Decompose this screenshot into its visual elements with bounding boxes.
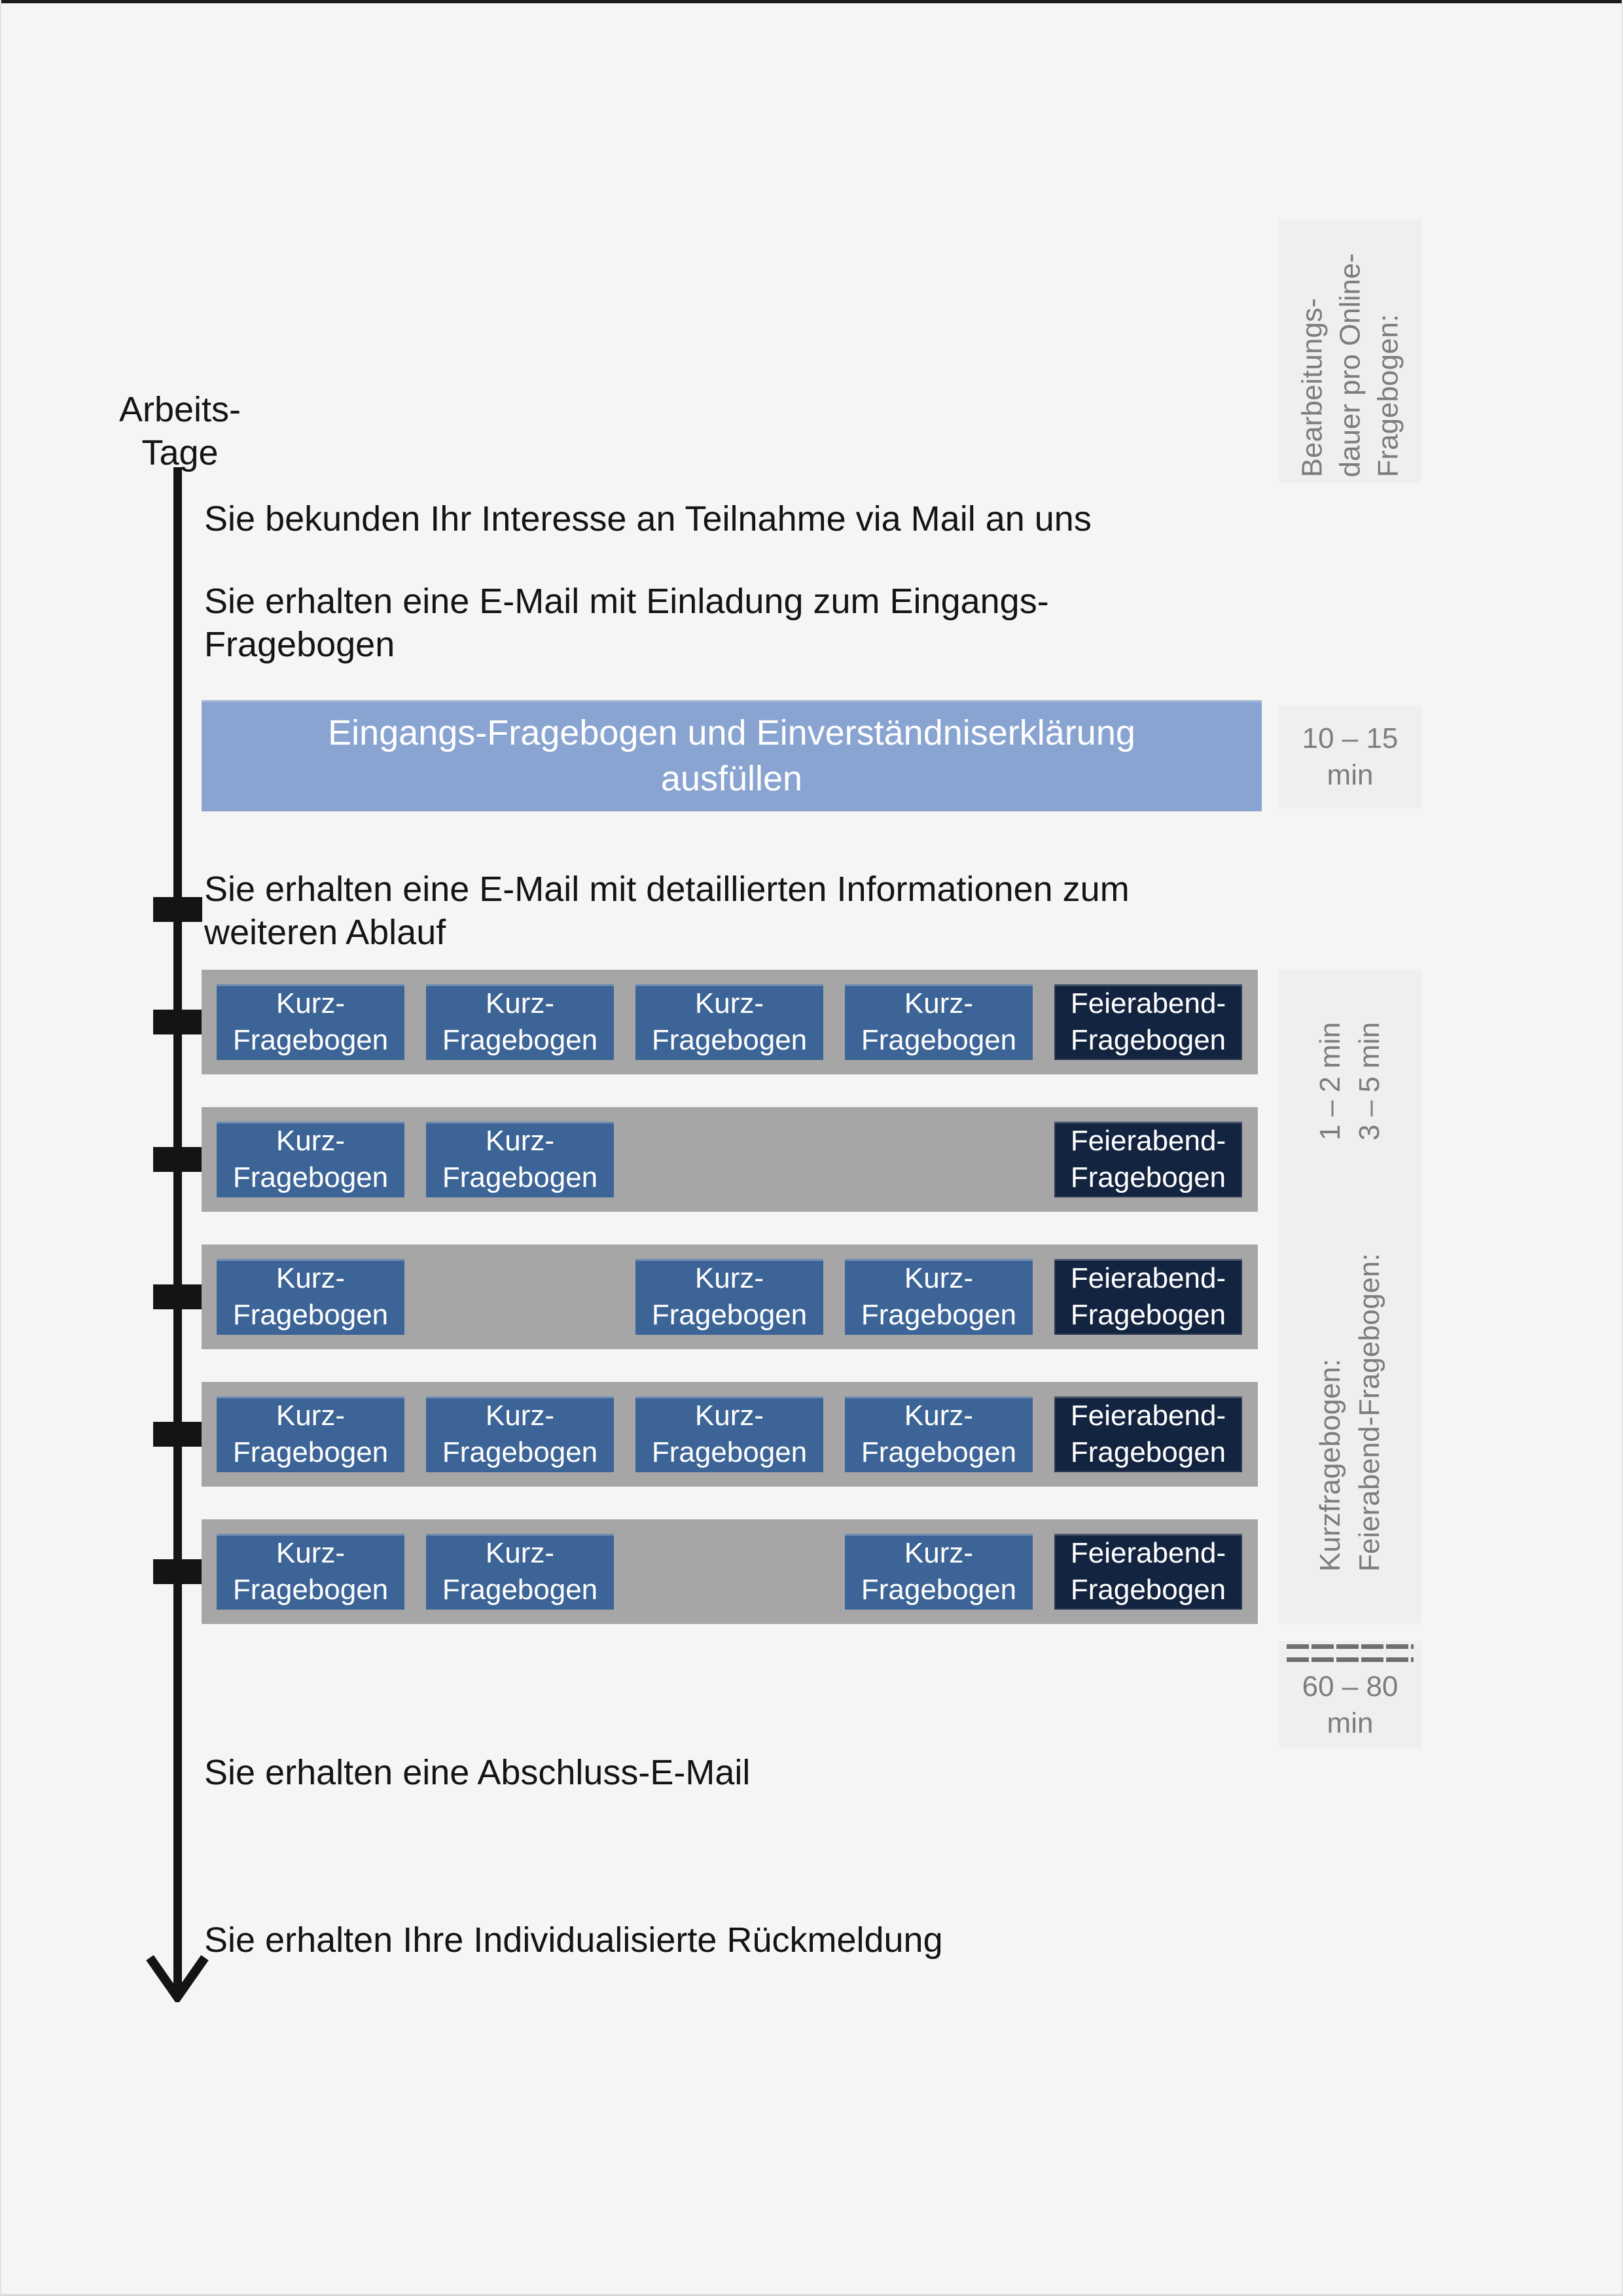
kurz-fragebogen-box: Kurz- Fragebogen xyxy=(426,1534,614,1610)
feierabend-duration-value: 3 – 5 min xyxy=(1353,1022,1385,1140)
kurz-fragebogen-box: Kurz- Fragebogen xyxy=(426,1122,614,1197)
kurz-fragebogen-box: Kurz- Fragebogen xyxy=(217,1534,404,1610)
kurz-fragebogen-box: Kurz- Fragebogen xyxy=(845,984,1033,1060)
step-invitation-text: Sie erhalten eine E-Mail mit Einladung z… xyxy=(204,582,1049,664)
kurz-fragebogen-box: Kurz- Fragebogen xyxy=(845,1396,1033,1472)
entry-duration-badge: 10 – 15 min xyxy=(1279,705,1421,809)
processing-time-header-panel: Bearbeitungs- dauer pro Online- Fragebog… xyxy=(1279,219,1421,483)
feierabend-fragebogen-box: Feierabend- Fragebogen xyxy=(1054,1259,1242,1335)
questionnaire-row-5: Kurz- Fragebogen Kurz- Fragebogen Kurz- Fr… xyxy=(202,1519,1258,1624)
page-bottom-edge xyxy=(0,2294,1623,2296)
duration-line-kurz: Kurzfragebogen: 1 – 2 min xyxy=(1311,1022,1350,1572)
feierabend-fragebogen-box: Feierabend- Fragebogen xyxy=(1054,1534,1242,1610)
total-separator-line xyxy=(1287,1657,1414,1662)
kurz-fragebogen-box: Kurz- Fragebogen xyxy=(635,1396,823,1472)
empty-slot xyxy=(845,1122,1033,1197)
empty-slot xyxy=(635,1534,823,1610)
step-feedback-text: Sie erhalten Ihre Individualisierte Rück… xyxy=(204,1920,943,1960)
daily-duration-text: Kurzfragebogen: 1 – 2 min Feierabend-Fra… xyxy=(1311,1022,1389,1572)
entry-duration-unit: min xyxy=(1327,759,1374,791)
empty-slot xyxy=(426,1259,614,1335)
kurz-fragebogen-box: Kurz- Fragebogen xyxy=(426,984,614,1060)
kurz-fragebogen-box: Kurz- Fragebogen xyxy=(217,1259,404,1335)
kurz-fragebogen-box: Kurz- Fragebogen xyxy=(217,1396,404,1472)
kurz-fragebogen-box: Kurz- Fragebogen xyxy=(845,1534,1033,1610)
feierabend-fragebogen-box: Feierabend- Fragebogen xyxy=(1054,1122,1242,1197)
kurz-fragebogen-box: Kurz- Fragebogen xyxy=(635,1259,823,1335)
total-duration-value: 60 – 80 xyxy=(1302,1670,1399,1703)
feierabend-duration-label: Feierabend-Fragebogen: xyxy=(1353,1253,1385,1572)
timeline-tick xyxy=(153,1284,202,1309)
kurz-duration-value: 1 – 2 min xyxy=(1314,1022,1346,1140)
kurz-fragebogen-box: Kurz- Fragebogen xyxy=(217,1122,404,1197)
timeline-arrowhead-icon xyxy=(146,1955,209,2002)
step-details-text: Sie erhalten eine E-Mail mit detailliert… xyxy=(204,870,1130,952)
kurz-duration-label: Kurzfragebogen: xyxy=(1314,1358,1346,1572)
page-left-edge xyxy=(0,0,1,2296)
duration-line-feierabend: Feierabend-Fragebogen: 3 – 5 min xyxy=(1350,1022,1389,1572)
entry-duration-value: 10 – 15 xyxy=(1302,722,1399,754)
entry-questionnaire-box: Eingangs-Fragebogen und Einverständniser… xyxy=(202,700,1262,811)
empty-slot xyxy=(635,1122,823,1197)
total-duration-text: 60 – 80 min xyxy=(1279,1669,1421,1742)
feierabend-fragebogen-box: Feierabend- Fragebogen xyxy=(1054,1396,1242,1472)
timeline-tick xyxy=(153,1010,202,1034)
timeline-tick xyxy=(153,897,202,922)
page-right-edge xyxy=(1622,0,1623,2296)
feierabend-fragebogen-box: Feierabend- Fragebogen xyxy=(1054,984,1242,1060)
questionnaire-row-3: Kurz- Fragebogen Kurz- Fragebogen Kurz- Fr… xyxy=(202,1245,1258,1349)
timeline-tick xyxy=(153,1559,202,1584)
axis-title: Arbeits- Tage xyxy=(118,390,241,472)
kurz-fragebogen-box: Kurz- Fragebogen xyxy=(217,984,404,1060)
timeline-tick xyxy=(153,1422,202,1447)
processing-time-header-text: Bearbeitungs- dauer pro Online- Fragebog… xyxy=(1296,253,1404,477)
step-interest-text: Sie bekunden Ihr Interesse an Teilnahme … xyxy=(204,499,1092,539)
kurz-fragebogen-box: Kurz- Fragebogen xyxy=(635,984,823,1060)
page-top-border xyxy=(0,0,1623,3)
timeline-tick xyxy=(153,1147,202,1172)
kurz-fragebogen-box: Kurz- Fragebogen xyxy=(426,1396,614,1472)
questionnaire-row-1: Kurz- Fragebogen Kurz- Fragebogen Kurz- Fr… xyxy=(202,970,1258,1074)
step-final-email-text: Sie erhalten eine Abschluss-E-Mail xyxy=(204,1753,751,1792)
questionnaire-row-4: Kurz- Fragebogen Kurz- Fragebogen Kurz- Fr… xyxy=(202,1382,1258,1487)
kurz-fragebogen-box: Kurz- Fragebogen xyxy=(845,1259,1033,1335)
questionnaire-row-2: Kurz- Fragebogen Kurz- Fragebogen Feierabe… xyxy=(202,1107,1258,1212)
total-duration-unit: min xyxy=(1327,1707,1374,1739)
timeline-line xyxy=(173,467,182,1992)
total-separator-line xyxy=(1287,1644,1414,1649)
daily-duration-panel: Kurzfragebogen: 1 – 2 min Feierabend-Fra… xyxy=(1279,970,1421,1624)
total-duration-badge: 60 – 80 min xyxy=(1279,1641,1421,1748)
